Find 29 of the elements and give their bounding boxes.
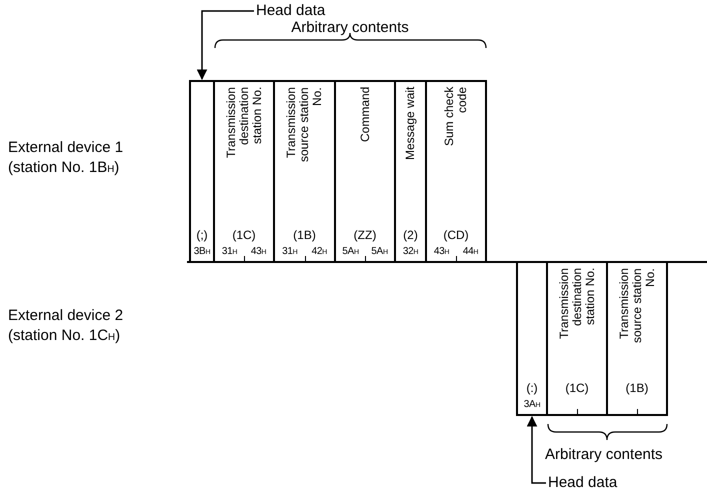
frame-field xyxy=(516,261,548,416)
field-name: Message wait xyxy=(404,87,417,162)
label-text: Arbitrary contents xyxy=(545,445,664,465)
field-name: Transmission source station No. xyxy=(285,87,324,164)
field-value: (1B) xyxy=(293,228,316,242)
frame-field xyxy=(606,261,668,416)
frame-field xyxy=(213,80,275,263)
frame-field xyxy=(273,80,336,263)
field-name: Transmission source station No. xyxy=(618,268,656,345)
field-value: (2) xyxy=(403,228,418,242)
field-value: (ZZ) xyxy=(354,228,376,242)
field-name: Transmission destination station No. xyxy=(558,268,596,341)
field-value: (CD) xyxy=(443,228,469,242)
field-name: Sum check code xyxy=(443,87,469,148)
frame-field xyxy=(189,80,215,263)
field-name: Transmission destination station No. xyxy=(224,87,264,160)
field-value: (1C) xyxy=(232,228,256,242)
field-value: (;) xyxy=(196,228,208,242)
field-value: (1C) xyxy=(565,381,589,395)
frame-field xyxy=(334,80,396,263)
field-name: Command xyxy=(358,87,372,144)
frame-field xyxy=(425,80,487,263)
callout-text: Head data xyxy=(256,2,326,20)
field-value: (:) xyxy=(526,381,538,395)
leader-arrow xyxy=(526,416,546,484)
callout-text: Head data xyxy=(548,474,618,492)
label-text: Arbitrary contents xyxy=(290,18,410,38)
field-value: (1B) xyxy=(626,381,648,395)
leader-arrow xyxy=(196,10,254,80)
